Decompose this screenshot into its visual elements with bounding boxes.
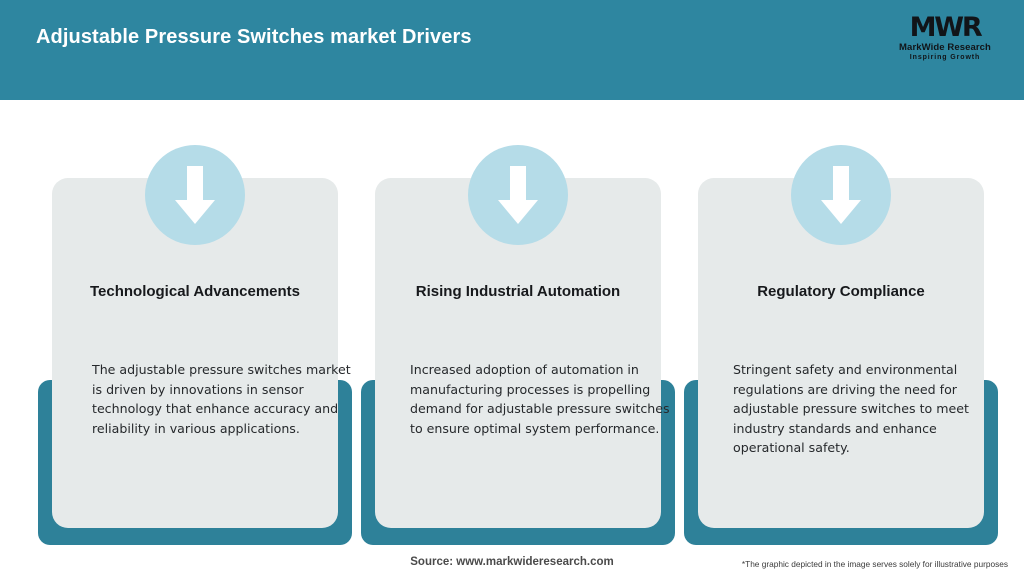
down-arrow-glyph [175,166,215,224]
card-description: Increased adoption of automation in manu… [410,362,670,436]
driver-card: Regulatory Compliance Stringent safety a… [676,145,1006,545]
driver-card: Rising Industrial Automation Increased a… [353,145,683,545]
source-attribution: Source: www.markwideresearch.com [410,556,614,568]
page-title: Adjustable Pressure Switches market Driv… [36,26,472,48]
down-arrow-glyph [498,166,538,224]
logo-company-name: MarkWide Research [899,41,991,53]
card-heading: Rising Industrial Automation [415,283,621,300]
logo-mark-text: MWR [909,11,983,43]
down-arrow-icon [145,145,245,245]
driver-card: Technological Advancements The adjustabl… [30,145,360,545]
card-description: The adjustable pressure switches market … [92,362,351,436]
markwide-research-logo: MWR MarkWide Research Inspiring Growth [886,8,1004,68]
illustrative-disclaimer: *The graphic depicted in the image serve… [741,559,1008,569]
down-arrow-icon [791,145,891,245]
down-arrow-icon [468,145,568,245]
card-description: Stringent safety and environmental regul… [733,362,969,455]
header-banner: Adjustable Pressure Switches market Driv… [0,0,1024,100]
card-heading: Technological Advancements [89,283,301,300]
card-heading: Regulatory Compliance [757,283,925,300]
logo-tagline: Inspiring Growth [909,53,981,61]
down-arrow-glyph [821,166,861,224]
